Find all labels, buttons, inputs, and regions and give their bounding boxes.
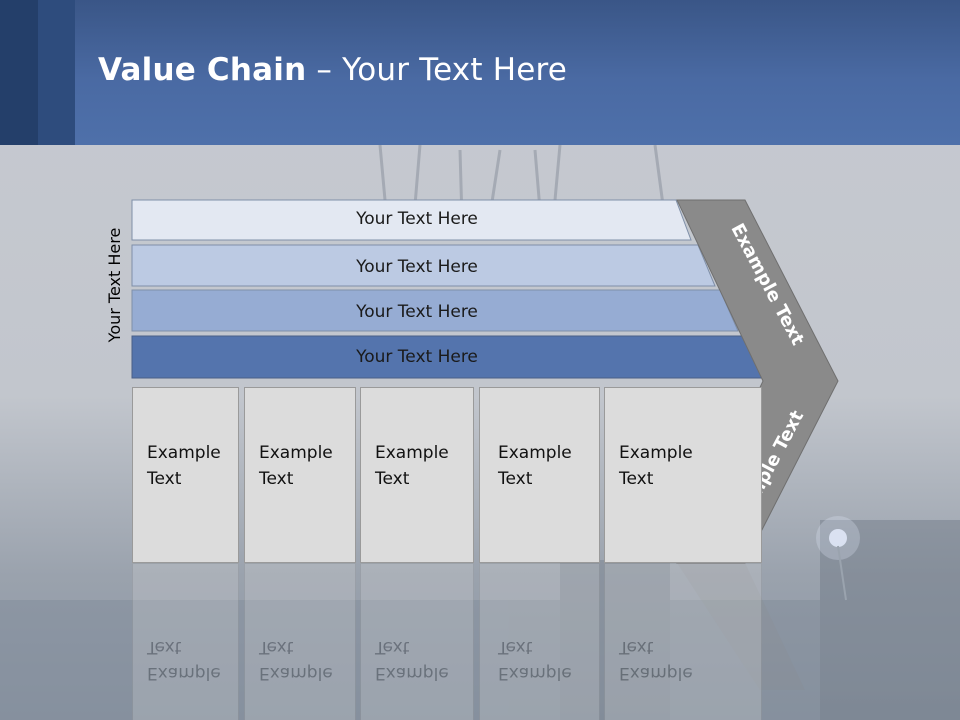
activity-box-line1: Example bbox=[147, 443, 221, 463]
support-bar-label: Your Text Here bbox=[356, 347, 478, 367]
title-rest: – Your Text Here bbox=[306, 52, 568, 88]
support-bar-label: Your Text Here bbox=[356, 302, 478, 322]
title-bold: Value Chain bbox=[98, 52, 307, 88]
support-bar-2 bbox=[131, 244, 716, 287]
activity-box: Example Text bbox=[360, 387, 474, 563]
activity-box-line1: Example bbox=[619, 443, 693, 463]
slide-title: Value Chain – Your Text Here bbox=[98, 52, 567, 96]
activity-box-line2: Text bbox=[498, 469, 533, 489]
activity-box: Example Text bbox=[604, 387, 762, 563]
header-accent-band bbox=[38, 0, 75, 145]
header-accent-band bbox=[0, 0, 38, 145]
activity-box-line1: Example bbox=[375, 443, 449, 463]
support-bar-3 bbox=[131, 289, 739, 332]
activity-box-line1: Example bbox=[498, 443, 572, 463]
support-bar-label: Your Text Here bbox=[356, 209, 478, 229]
header-banner: Value Chain – Your Text Here bbox=[0, 0, 960, 145]
activity-box: Example Text bbox=[479, 387, 600, 563]
activity-box-line2: Text bbox=[147, 469, 182, 489]
support-bar-1 bbox=[131, 199, 692, 241]
activity-box-line1: Example bbox=[259, 443, 333, 463]
activity-box-line2: Text bbox=[259, 469, 294, 489]
support-bar-label: Your Text Here bbox=[356, 257, 478, 277]
activity-box-line2: Text bbox=[375, 469, 410, 489]
margin-chevron-reflection bbox=[677, 563, 805, 690]
activity-box-line2: Text bbox=[619, 469, 654, 489]
activity-box: Example Text bbox=[244, 387, 356, 563]
activity-box: Example Text bbox=[132, 387, 239, 563]
